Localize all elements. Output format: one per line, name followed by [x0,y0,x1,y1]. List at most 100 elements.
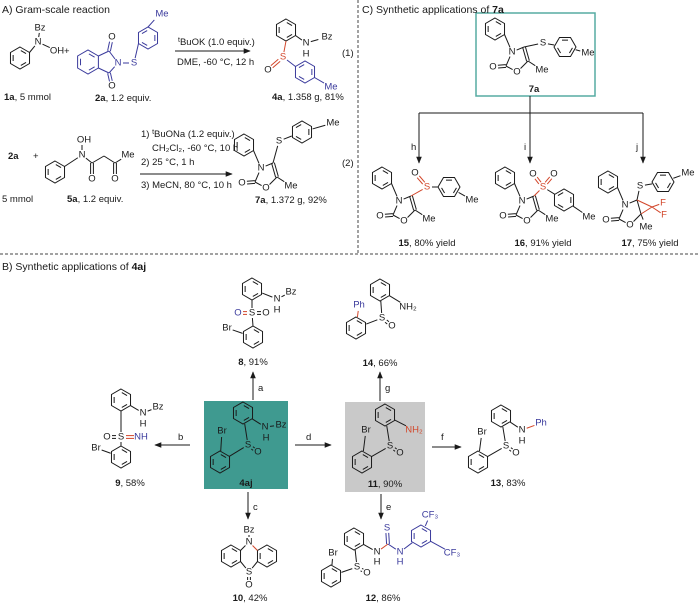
bond [98,67,110,74]
double-bond [507,213,516,215]
atom-label: O [602,215,609,226]
atom-label: S [540,38,546,49]
reaction-1-condition-below: DME, -60 °C, 12 h [177,57,254,68]
atom-label: N [246,537,253,548]
reagent: BuOK (1.0 equiv.) [180,37,255,48]
aromatic-double-bond [88,53,95,58]
compound-yield: , 66% [373,358,398,369]
atom-label: O [550,169,557,180]
compound-yield: , 91% yield [525,238,571,249]
bond [523,43,539,48]
atom-label: S [354,562,360,573]
superscript: t [178,37,180,44]
aromatic-double-bond [231,560,238,564]
aromatic-double-bond [478,454,485,458]
bond [502,426,506,442]
bond [240,561,247,569]
aromatic-double-bond [231,548,238,552]
label-2a: 2a, 1.2 equiv. [95,93,151,104]
reaction-2-condition-2: CH₂Cl₂, -60 °C, 10 h [152,143,238,154]
bond [244,423,248,441]
aromatic-double-bond [252,293,259,297]
atom-label: NH₂ [405,425,423,436]
atom-label: H [140,419,147,430]
bond [262,292,273,298]
aromatic-double-bond [478,466,485,470]
bond [430,540,446,550]
bond [547,43,555,46]
compound-id: 1a [4,92,15,103]
aromatic-double-bond [121,449,128,453]
atom-label: N [374,547,381,558]
double-bond [393,449,396,452]
section-c-title-compound: 7a [492,4,504,16]
aromatic-double-bond [505,170,512,174]
bond [272,145,279,164]
benzene-ring [77,49,99,75]
bond [617,187,624,201]
double-bond [361,567,364,570]
benzene-ring [291,120,313,144]
equation-number-1: (1) [342,48,354,59]
compound-id: 16 [514,238,525,249]
atom-label: Me [681,168,694,179]
bond [283,40,287,53]
atom-label: N [397,547,404,558]
compound-id: 13 [491,478,502,489]
atom-label: H [397,557,404,568]
atom-label: S [424,182,430,193]
atom-label: Br [222,323,232,334]
bond [391,183,398,197]
atom-label: S [249,308,255,319]
benzene-ring [490,404,512,428]
section-b-title-compound: 4aj [132,261,147,273]
reaction-2-condition-4: 3) MeCN, 80 °C, 10 h [141,180,232,191]
bond [673,175,681,179]
label-13: 13, 83% [491,478,526,489]
atom-label: Me [582,212,595,223]
benzene-ring [209,450,231,474]
atom-label: S [245,440,251,451]
double-bond [271,163,277,178]
atom-label: O [238,178,245,189]
bond [29,45,36,53]
compound-yield: , 83% [501,478,526,489]
aromatic-double-bond [298,76,305,80]
atom-label: S [131,58,137,69]
section-b-title: B) Synthetic applications of 4aj [2,261,146,273]
atom-label: N [262,422,269,433]
atom-label: CF₃ [444,548,461,559]
section-a-title: A) Gram-scale reaction [2,4,110,16]
step-number: 1) [141,129,152,140]
aromatic-double-bond [385,407,392,411]
atom-label: O [376,211,383,222]
bond [251,561,258,569]
bond [240,545,246,551]
atom-label: Me [639,222,652,233]
double-bond [386,319,390,323]
atom-label: Bz [243,525,254,536]
bond [254,172,260,183]
double-bond [388,532,390,544]
aromatic-double-bond [55,164,62,168]
atom-label: Bz [275,420,286,431]
double-bond [536,176,542,183]
section-c-title-text: C) Synthetic applications of [362,4,492,16]
atom-label: N [303,38,310,49]
bond [394,419,407,427]
step-letter-h: h [411,142,416,153]
bond [504,34,511,48]
section-c-title: C) Synthetic applications of 7a [362,4,504,16]
bond [651,206,661,214]
atom-label: Me [121,150,134,161]
aromatic-double-bond [121,392,128,396]
aromatic-double-bond [88,66,95,71]
atom-label: N [274,294,281,305]
bond [232,329,243,334]
double-bond [107,73,110,82]
bond [269,425,275,427]
benzene-ring [553,36,577,58]
double-bond [109,42,113,52]
bond [269,176,278,185]
double-bond [610,217,619,219]
